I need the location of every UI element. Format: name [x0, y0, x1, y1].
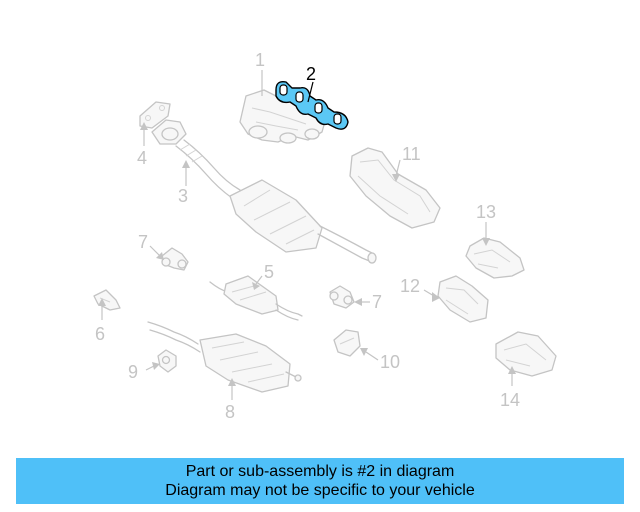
part-7-hanger-right[interactable]	[329, 285, 355, 309]
leader-11	[395, 159, 401, 177]
part-4-flange-gasket[interactable]	[139, 101, 187, 145]
banner-line-disclaimer: Diagram may not be specific to your vehi…	[165, 482, 475, 499]
part-10-bracket[interactable]	[333, 329, 361, 357]
part-5-intermediate-pipe[interactable]	[209, 275, 303, 321]
leader-9	[145, 365, 155, 371]
callout-13: 13	[476, 202, 496, 222]
part-14-heat-shield[interactable]	[495, 331, 557, 377]
part-7-hanger-left[interactable]	[161, 247, 189, 271]
callout-4: 4	[137, 148, 147, 168]
part-2-manifold-gasket[interactable]	[275, 80, 349, 130]
callout-7b: 7	[372, 292, 382, 312]
callout-12: 12	[400, 276, 420, 296]
info-banner: Part or sub-assembly is #2 in diagram Di…	[16, 458, 624, 504]
callout-14: 14	[500, 390, 520, 410]
callout-6: 6	[95, 324, 105, 344]
callout-10: 10	[380, 352, 400, 372]
banner-line-part-reference: Part or sub-assembly is #2 in diagram	[185, 463, 455, 480]
callout-5: 5	[264, 262, 274, 282]
callout-11: 11	[402, 144, 421, 164]
part-6-bracket[interactable]	[93, 289, 121, 311]
leader-2	[307, 81, 314, 103]
leader-10	[365, 351, 379, 361]
callout-9: 9	[128, 362, 138, 382]
callout-1: 1	[255, 50, 265, 70]
exhaust-parts-diagram: 1 2 4 3 11	[93, 50, 557, 422]
part-8-rear-muffler[interactable]	[147, 321, 302, 393]
part-3-front-pipe-catalytic-converter[interactable]	[175, 139, 377, 264]
callout-3: 3	[178, 186, 188, 206]
part-11-heat-shield[interactable]	[349, 147, 441, 229]
part-1-exhaust-manifold[interactable]	[239, 89, 327, 144]
callout-7a: 7	[138, 232, 148, 252]
leader-5	[255, 275, 263, 285]
part-9-hanger[interactable]	[157, 349, 177, 373]
leader-7a	[149, 245, 161, 257]
part-12-heat-shield[interactable]	[437, 275, 489, 323]
callout-8: 8	[225, 402, 235, 422]
part-13-heat-shield[interactable]	[465, 237, 525, 279]
callout-2: 2	[306, 64, 316, 84]
